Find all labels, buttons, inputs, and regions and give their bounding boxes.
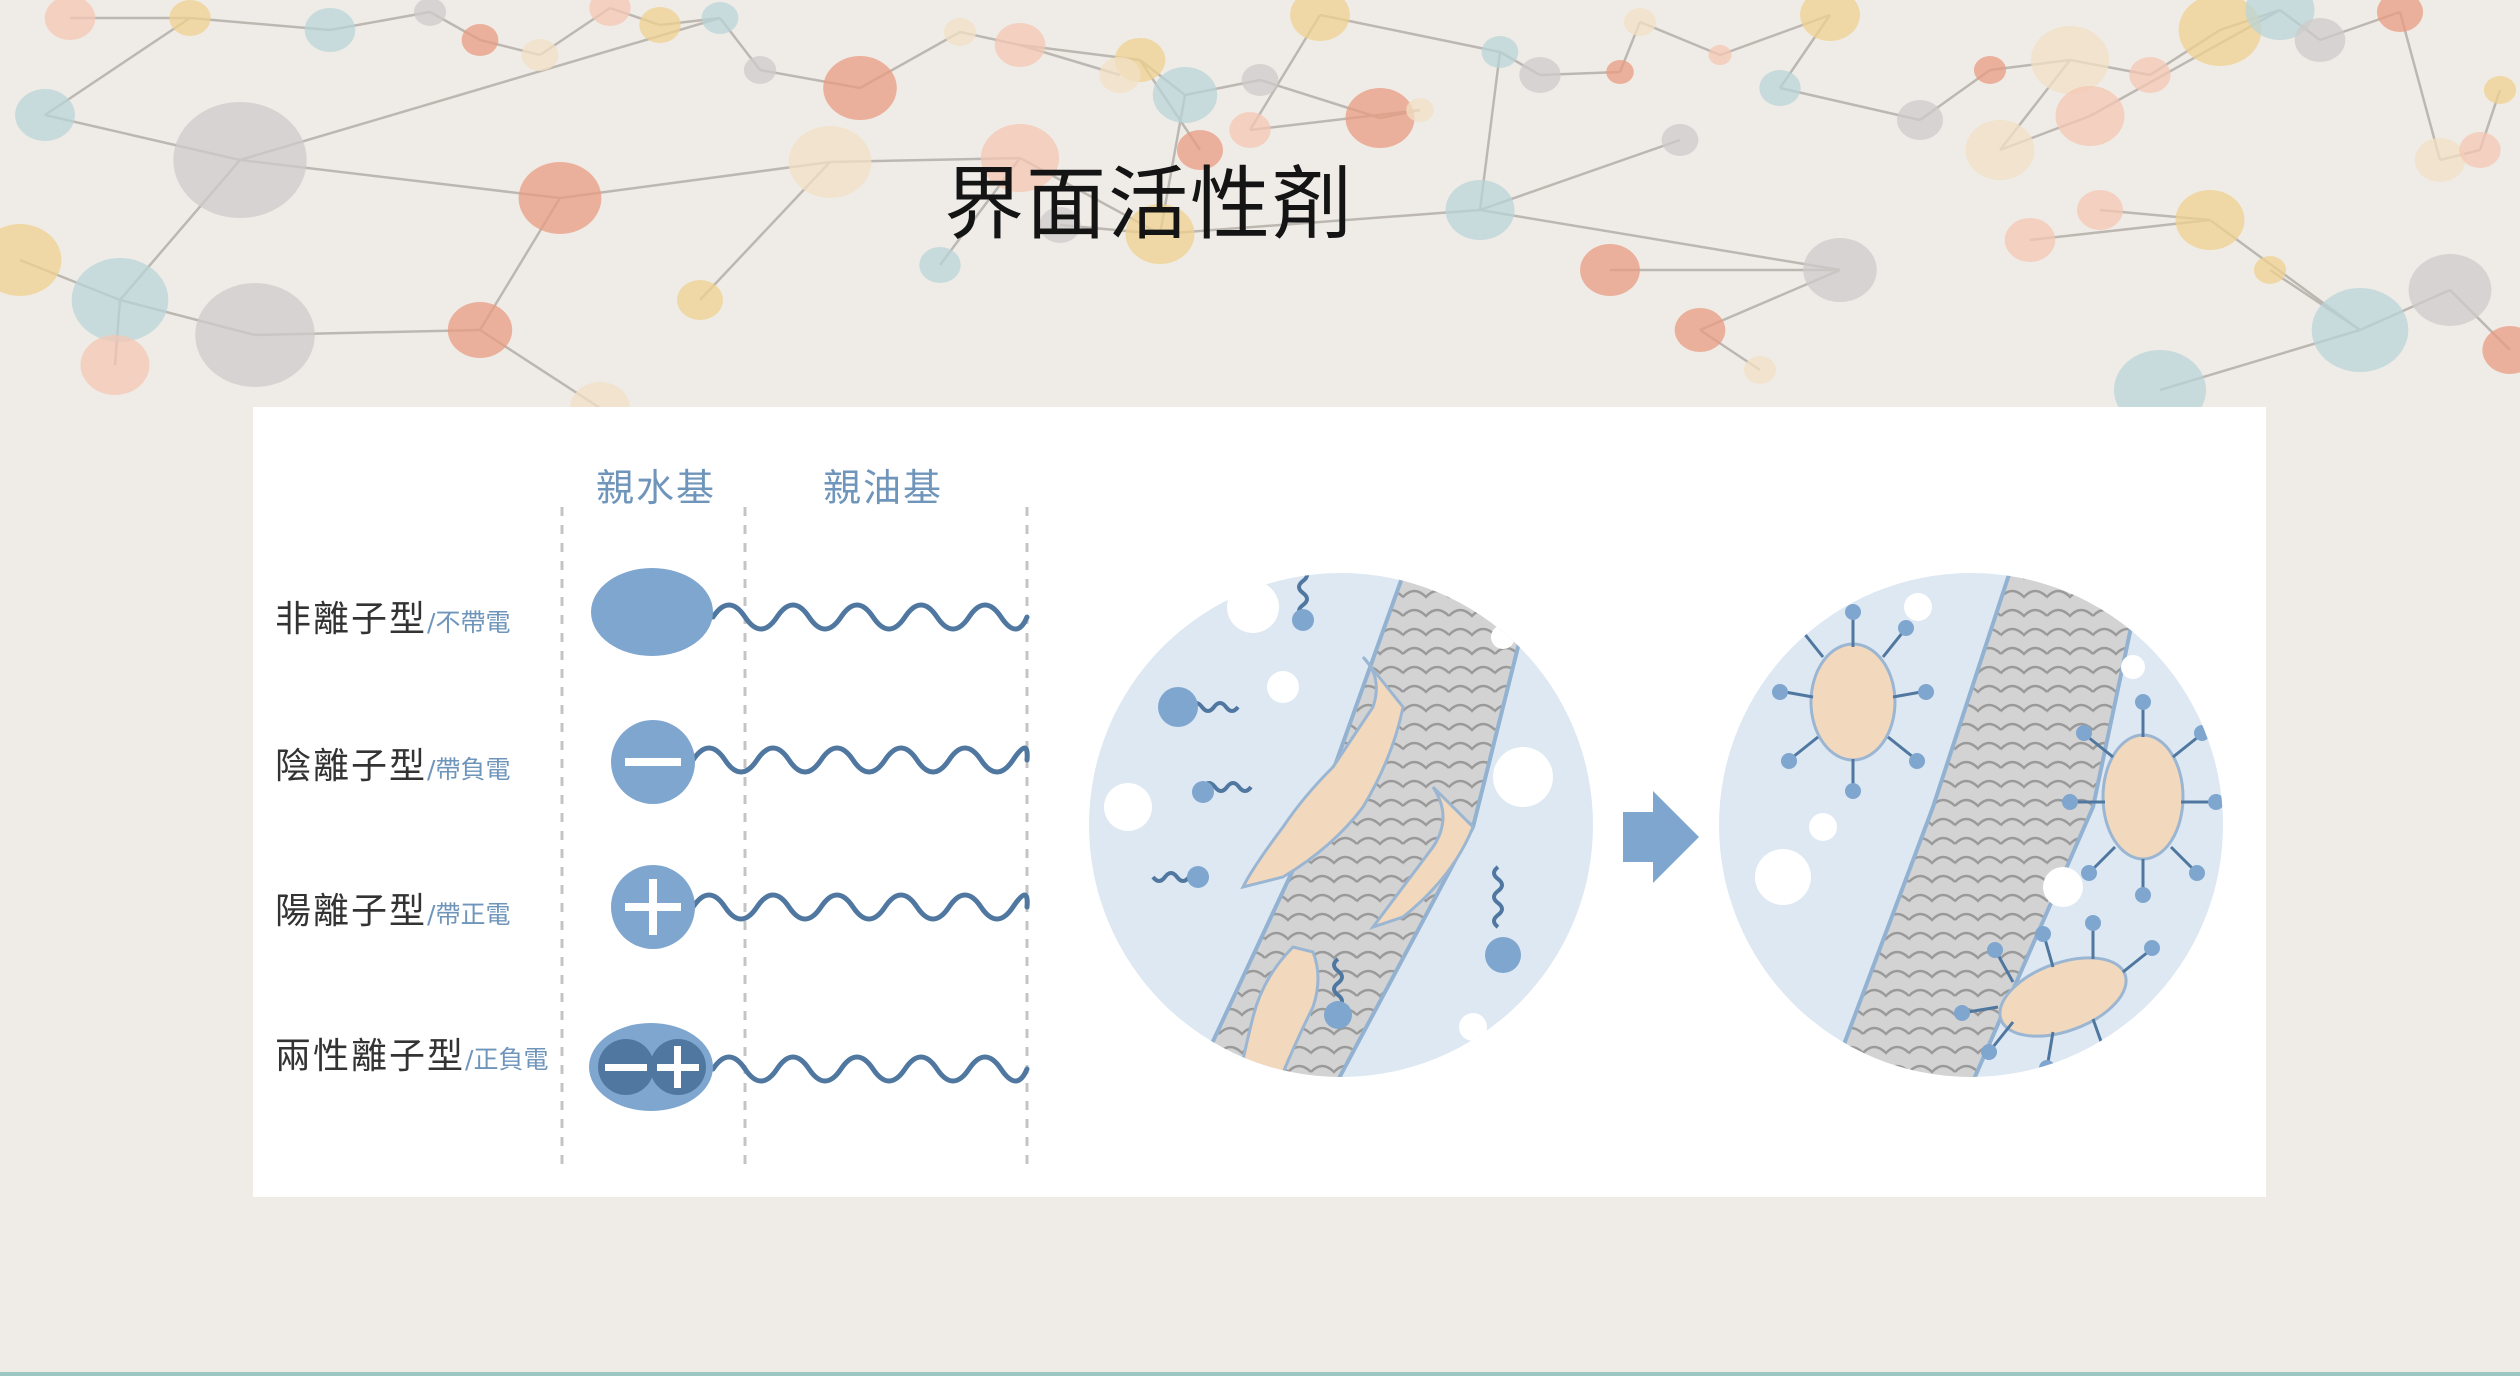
- network-link: [44, 16, 191, 117]
- network-node: [304, 8, 356, 52]
- nonionic-head: [591, 568, 713, 656]
- network-link: [1319, 13, 1501, 54]
- network-node: [44, 0, 96, 40]
- network-node: [1519, 57, 1561, 93]
- network-node: [1229, 112, 1271, 148]
- network-node: [518, 162, 602, 234]
- network-node: [1241, 64, 1279, 96]
- network-link: [2398, 11, 2442, 161]
- network-node: [2414, 138, 2466, 182]
- network-node: [521, 39, 559, 71]
- network-node: [2077, 190, 2123, 230]
- network-node: [71, 258, 169, 342]
- network-node: [447, 302, 513, 358]
- network-node: [639, 7, 681, 43]
- network-node: [2055, 86, 2125, 146]
- network-node: [1406, 98, 1434, 122]
- network-node: [1039, 207, 1081, 243]
- network-node: [2004, 218, 2056, 262]
- network-node: [1759, 70, 1801, 106]
- cleaned-fiber-illustration: [1719, 573, 2223, 1077]
- network-node: [994, 23, 1046, 67]
- cationic-head-icon: [611, 865, 695, 949]
- network-node: [80, 335, 150, 395]
- network-node: [2178, 0, 2262, 66]
- tail-wave-2: [690, 745, 1030, 775]
- network-node: [980, 124, 1060, 192]
- tail-wave-4: [710, 1054, 1030, 1084]
- network-node: [823, 56, 897, 120]
- anionic-head-icon: [611, 720, 695, 804]
- tail-wave-3: [690, 892, 1030, 922]
- network-link: [1159, 208, 1481, 236]
- network-node: [1661, 124, 1699, 156]
- network-node: [1580, 244, 1640, 296]
- network-node: [461, 24, 499, 56]
- network-node: [1800, 0, 1860, 41]
- network-node: [1445, 180, 1515, 240]
- network-node: [788, 126, 872, 198]
- dirty-fiber-illustration: [1089, 573, 1593, 1077]
- column-header-hydrophilic: 親水基: [596, 466, 717, 510]
- network-node: [1125, 204, 1195, 264]
- network-node: [1152, 67, 1218, 123]
- network-node: [1177, 130, 1223, 170]
- network-node: [2175, 190, 2245, 250]
- network-node: [2459, 132, 2501, 168]
- network-link: [1479, 138, 1681, 212]
- network-node: [2311, 288, 2409, 372]
- figure-graphics: [560, 507, 2223, 1167]
- surfactant-figure: 親水基 親油基 非離子型/不帶電 陰離子型/帶負電 陽離子型/帶正電 兩性離子型…: [253, 407, 2266, 1197]
- network-node: [1606, 60, 1634, 84]
- network-node: [2245, 0, 2315, 40]
- network-node: [2030, 26, 2110, 94]
- network-node: [1803, 238, 1877, 302]
- network-node: [2129, 57, 2171, 93]
- network-node: [943, 18, 977, 46]
- network-node: [195, 283, 315, 387]
- tail-wave-1: [710, 602, 1030, 632]
- network-node: [677, 280, 723, 320]
- column-header-lipophilic: 親油基: [823, 466, 944, 510]
- network-node: [413, 0, 447, 26]
- network-node: [1099, 57, 1141, 93]
- molecule-network-background: [0, 0, 2520, 430]
- network-node: [1481, 36, 1519, 68]
- network-node: [1290, 0, 1350, 41]
- network-node: [1743, 356, 1777, 384]
- amphoteric-head-icon: [589, 1023, 713, 1111]
- network-node: [701, 2, 739, 34]
- network-node: [1674, 308, 1726, 352]
- network-link: [239, 16, 721, 162]
- network-link: [1779, 86, 1921, 122]
- row-label-nonionic: 非離子型/不帶電: [275, 599, 511, 640]
- row-label-cationic: 陽離子型/帶正電: [275, 891, 511, 932]
- network-node: [173, 102, 307, 218]
- arrow-right-icon: [1623, 791, 1699, 883]
- network-node: [1965, 120, 2035, 180]
- network-link: [1479, 208, 1841, 272]
- network-node: [919, 247, 961, 283]
- network-node: [15, 89, 75, 141]
- slide-title: 界面活性剤: [944, 158, 1354, 251]
- network-node: [743, 56, 777, 84]
- bottom-accent-strip: [0, 1372, 2520, 1376]
- network-node: [2483, 76, 2517, 104]
- network-node: [1897, 100, 1943, 140]
- network-node: [2377, 0, 2423, 32]
- row-label-anionic: 陰離子型/帶負電: [275, 746, 511, 787]
- network-node: [1708, 45, 1732, 65]
- network-node: [2253, 256, 2287, 284]
- network-node: [169, 0, 211, 36]
- network-node: [2294, 18, 2346, 62]
- network-node: [1973, 56, 2007, 84]
- network-node: [0, 224, 62, 296]
- network-node: [589, 0, 631, 26]
- network-node: [2482, 326, 2520, 374]
- network-link: [559, 160, 831, 200]
- network-node: [1623, 8, 1657, 36]
- network-node: [1345, 88, 1415, 148]
- network-node: [2408, 254, 2492, 326]
- row-label-amphoteric: 兩性離子型/正負電: [275, 1036, 549, 1077]
